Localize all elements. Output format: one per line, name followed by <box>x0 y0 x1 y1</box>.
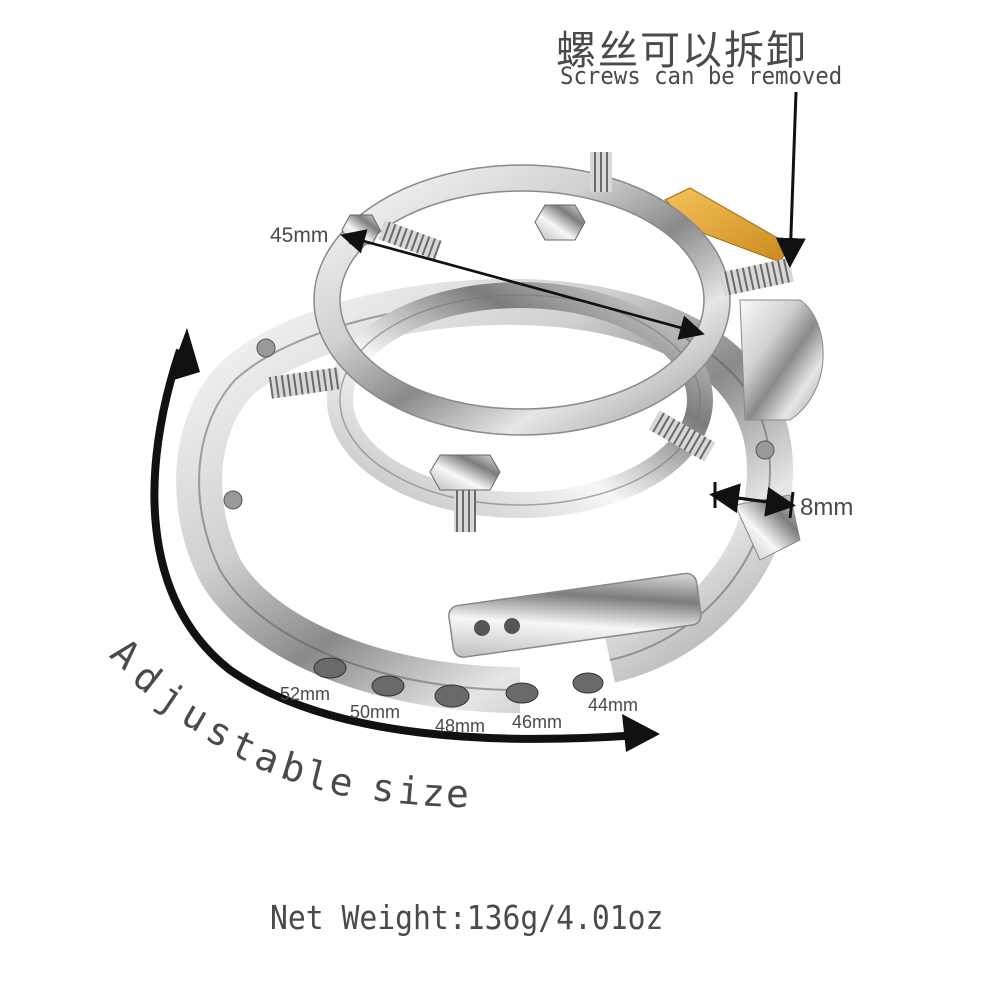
screw-hole <box>504 618 520 634</box>
screw-hole <box>474 620 490 636</box>
size-label-46: 46mm <box>512 712 563 732</box>
width-label: 8mm <box>800 494 854 521</box>
screw-pointer-arrow <box>775 91 806 268</box>
size-label-44: 44mm <box>588 695 639 715</box>
title-english: Screws can be removed <box>560 62 843 90</box>
size-label-48: 48mm <box>435 716 486 736</box>
size-holes <box>313 657 604 708</box>
size-label-50: 50mm <box>350 702 401 722</box>
net-weight-label: Net Weight:136g/4.01oz <box>270 898 664 937</box>
diameter-label: 45mm <box>270 224 329 247</box>
size-label-52: 52mm <box>280 684 331 704</box>
adjustable-curve-arrow <box>150 348 641 743</box>
upper-ring <box>314 165 730 435</box>
title-chinese: 螺丝可以拆卸 <box>556 28 808 74</box>
